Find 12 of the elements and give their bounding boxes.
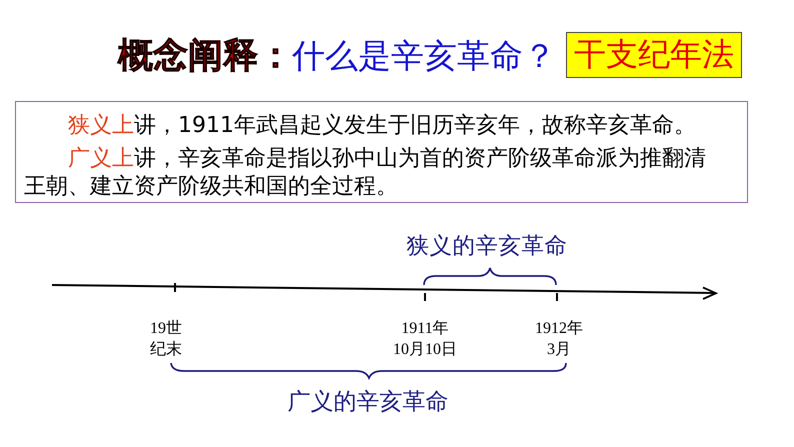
brace-label: 狭义的辛亥革命: [406, 232, 568, 260]
definition-box: [15, 101, 748, 203]
definition-paragraph: 广义上讲，辛亥革命是指以孙中山为首的资产阶级革命派为推翻清王朝、建立资产阶级共和国的全过程。: [24, 145, 707, 201]
title-question: 什么是辛亥革命？: [292, 35, 557, 77]
timeline-label: 19世纪末: [149, 318, 183, 360]
slide-title: 概念阐释：: [118, 35, 293, 78]
highlight-box: [566, 32, 742, 78]
brace-label: 广义的辛亥革命: [286, 388, 450, 416]
timeline-label: 1911年10月10日: [392, 319, 458, 360]
keyword-text: 干支纪年法: [574, 34, 734, 75]
timeline-label: 1912年3月: [534, 319, 584, 360]
definition-paragraph: 狭义上讲，1911年武昌起义发生于旧历辛亥年，故称辛亥革命。: [67, 112, 697, 140]
